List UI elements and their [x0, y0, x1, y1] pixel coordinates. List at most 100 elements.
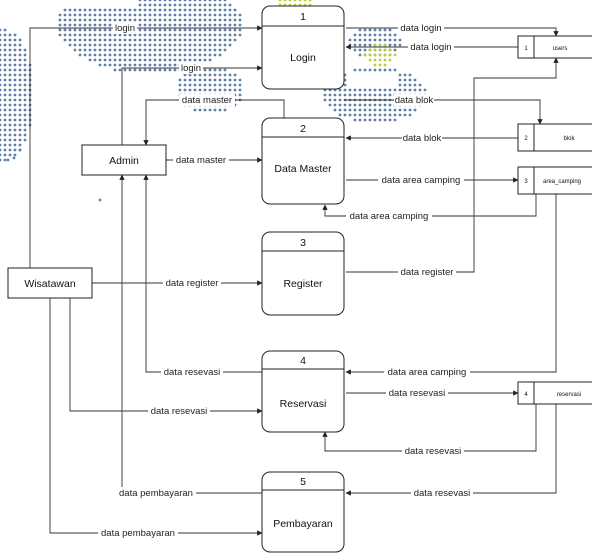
- map-dot: [368, 68, 372, 72]
- map-dot: [343, 83, 347, 87]
- map-dot: [163, 8, 167, 12]
- map-dot: [18, 113, 22, 117]
- map-dot: [378, 58, 382, 62]
- map-dot: [98, 33, 102, 37]
- entity-wisatawan-label: Wisatawan: [24, 278, 76, 290]
- map-dot: [0, 113, 2, 117]
- map-dot: [398, 78, 402, 82]
- map-dot: [233, 8, 237, 12]
- map-dot: [168, 8, 172, 12]
- map-dot: [383, 53, 387, 57]
- process-pembayaran-name: Pembayaran: [273, 518, 333, 530]
- map-dot: [188, 0, 192, 2]
- map-dot: [3, 113, 7, 117]
- entity-wisatawan[interactable]: Wisatawan: [7, 267, 93, 299]
- store-blok[interactable]: 2 blok: [517, 123, 592, 152]
- map-dot: [188, 23, 192, 27]
- map-dot: [8, 53, 12, 57]
- map-dot: [178, 3, 182, 7]
- map-dot: [388, 58, 392, 62]
- map-dot: [103, 43, 107, 47]
- map-dot: [188, 13, 192, 17]
- store-reservasi[interactable]: 4 reservasi: [517, 381, 592, 405]
- process-register[interactable]: 3 Register: [261, 231, 345, 316]
- map-dot: [23, 118, 27, 122]
- map-dot: [8, 133, 12, 137]
- map-dot: [388, 93, 392, 97]
- map-dot: [208, 3, 212, 7]
- map-dot: [203, 88, 207, 92]
- flow-label-data-master-in: data master: [173, 154, 229, 166]
- map-dot: [223, 73, 227, 77]
- map-dot: [223, 3, 227, 7]
- map-dot: [178, 43, 182, 47]
- map-dot: [138, 53, 142, 57]
- map-dot: [168, 33, 172, 37]
- map-dot: [203, 8, 207, 12]
- map-dot: [108, 13, 112, 17]
- map-dot: [138, 28, 142, 32]
- map-dot: [393, 38, 397, 42]
- map-dot: [0, 83, 2, 87]
- map-dot: [308, 0, 312, 2]
- map-dot: [153, 58, 157, 62]
- map-dot: [83, 13, 87, 17]
- map-dot: [233, 38, 237, 42]
- map-dot: [218, 23, 222, 27]
- map-dot: [98, 63, 102, 67]
- map-dot: [223, 108, 227, 112]
- map-dot: [78, 23, 82, 27]
- map-dot: [188, 83, 192, 87]
- map-dot: [403, 113, 407, 117]
- map-dot: [13, 113, 17, 117]
- map-dot: [148, 53, 152, 57]
- map-dot: [0, 68, 2, 72]
- map-dot: [138, 48, 142, 52]
- entity-admin[interactable]: Admin: [81, 144, 167, 176]
- store-area-camping[interactable]: 3 area_camping: [517, 166, 592, 195]
- map-dot: [98, 28, 102, 32]
- map-dot: [113, 43, 117, 47]
- store-users[interactable]: 1 users: [517, 35, 592, 59]
- map-dot: [3, 153, 7, 157]
- map-dot: [203, 78, 207, 82]
- map-dot: [88, 43, 92, 47]
- process-pembayaran[interactable]: 5 Pembayaran: [261, 471, 345, 553]
- flow-data-resevasi-admin-line: [143, 174, 262, 373]
- map-dot: [408, 73, 412, 77]
- map-dot: [203, 48, 207, 52]
- map-dot: [218, 33, 222, 37]
- map-dot: [203, 58, 207, 62]
- map-dot: [188, 33, 192, 37]
- flow-data-resevasi-back-line: [322, 404, 537, 452]
- map-dot: [178, 13, 182, 17]
- map-dot: [193, 83, 197, 87]
- map-dot: [363, 113, 367, 117]
- map-dot: [148, 28, 152, 32]
- map-dot: [163, 48, 167, 52]
- map-dot: [153, 43, 157, 47]
- map-dot: [138, 58, 142, 62]
- process-reservasi[interactable]: 4 Reservasi: [261, 350, 345, 433]
- map-dot: [163, 43, 167, 47]
- process-data-master[interactable]: 2 Data Master: [261, 117, 345, 205]
- map-dot: [193, 108, 197, 112]
- store-users-id: 1: [524, 46, 528, 52]
- map-dot: [398, 88, 402, 92]
- process-login[interactable]: 1 Login: [261, 5, 345, 90]
- map-dot: [118, 48, 122, 52]
- map-dot: [173, 28, 177, 32]
- map-dot: [203, 68, 207, 72]
- map-dot: [118, 18, 122, 22]
- map-dot: [233, 13, 237, 17]
- map-dot: [173, 43, 177, 47]
- map-dot: [73, 38, 77, 42]
- map-dot: [18, 58, 22, 62]
- flow-data-register-text: data register: [166, 278, 219, 289]
- map-dot: [173, 58, 177, 62]
- map-dot: [98, 48, 102, 52]
- map-dot: [173, 33, 177, 37]
- map-dot: [3, 73, 7, 77]
- map-dot: [388, 53, 392, 57]
- map-dot: [163, 0, 167, 2]
